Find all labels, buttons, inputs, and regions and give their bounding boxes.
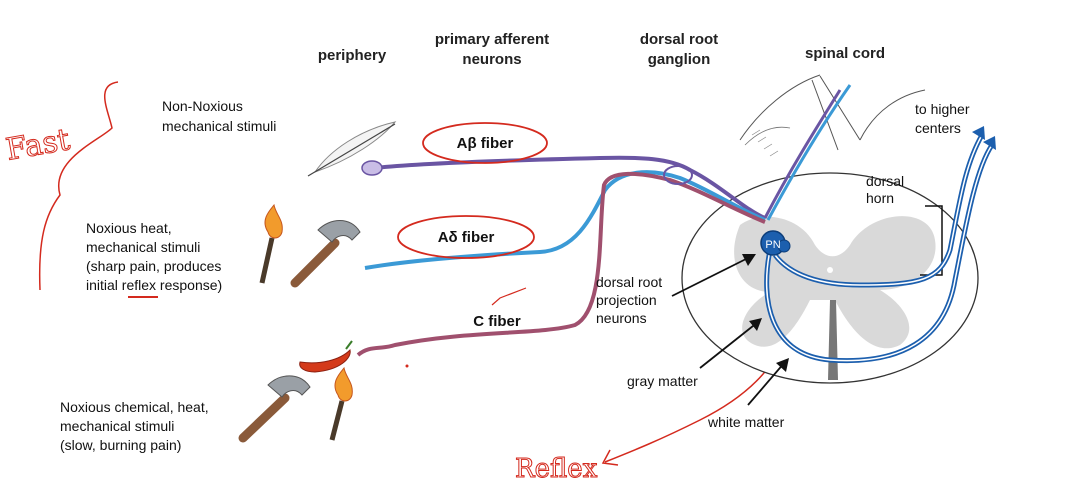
feather-icon: [307, 121, 397, 177]
to-higher-1: to higher: [915, 101, 970, 117]
header-primary-afferent-1: primary afferent: [435, 31, 549, 48]
gray-matter-pointer: [699, 321, 759, 369]
central-canal: [827, 267, 833, 273]
stim-chem-2: mechanical stimuli: [60, 418, 174, 434]
adelta-fiber: [364, 170, 766, 270]
adelta-ascending: [766, 84, 852, 221]
stim-chem-1: Noxious chemical, heat,: [60, 399, 209, 415]
check-mark: [491, 287, 527, 306]
pn-label: PN: [765, 239, 780, 251]
stim-chem-3: (slow, burning pain): [60, 437, 181, 453]
to-higher-2: centers: [915, 120, 961, 136]
adelta-circle: [397, 215, 535, 259]
spinal-roots: [739, 74, 926, 157]
pn-pointer: [671, 255, 753, 297]
header-spinal-cord: spinal cord: [805, 45, 885, 62]
abeta-label: Aβ fiber: [457, 135, 514, 152]
projection-2: projection: [596, 292, 657, 308]
white-matter-pointer: [747, 361, 786, 406]
stim-heat-2: mechanical stimuli: [86, 239, 200, 255]
stim-nonnox-1: Non-Noxious: [162, 98, 243, 114]
gray-matter-label: gray matter: [627, 373, 698, 389]
header-drg-1: dorsal root: [640, 31, 718, 48]
abeta-ascending: [763, 89, 842, 219]
header-drg-2: ganglion: [648, 51, 711, 68]
dorsal-horn-2: horn: [866, 190, 894, 206]
stim-heat-1: Noxious heat,: [86, 220, 172, 236]
hammer-icon-2: [238, 375, 311, 443]
white-matter-label: white matter: [707, 414, 785, 430]
reflex-arrowhead: [601, 449, 619, 466]
header-primary-afferent-2: neurons: [462, 51, 521, 68]
torch-icon-2: [329, 366, 353, 441]
projection-1: dorsal root: [596, 274, 662, 290]
chili-pepper-icon: [299, 340, 353, 373]
abeta-circle: [422, 122, 548, 164]
abeta-fiber: [374, 155, 766, 220]
c-fiber-label: C fiber: [473, 313, 521, 330]
red-dot: [405, 364, 409, 368]
stim-heat-3: (sharp pain, produces: [86, 258, 221, 274]
header-periphery: periphery: [318, 47, 387, 64]
adelta-label: Aδ fiber: [438, 229, 495, 246]
projection-3: neurons: [596, 310, 647, 326]
stim-heat-4: initial reflex response): [86, 277, 222, 293]
tract-arrowhead-a: [972, 126, 985, 140]
hammer-icon-1: [290, 220, 361, 288]
tract-arrowhead-b: [983, 136, 996, 150]
abeta-ending: [361, 160, 383, 176]
dorsal-horn-1: dorsal: [866, 173, 904, 189]
torch-icon-1: [259, 203, 283, 284]
stim-nonnox-2: mechanical stimuli: [162, 118, 276, 134]
dorsal-root-ganglion: [663, 165, 693, 185]
reflex-handwriting: Reflex: [515, 454, 598, 484]
fast-handwriting: Fast: [3, 122, 72, 168]
